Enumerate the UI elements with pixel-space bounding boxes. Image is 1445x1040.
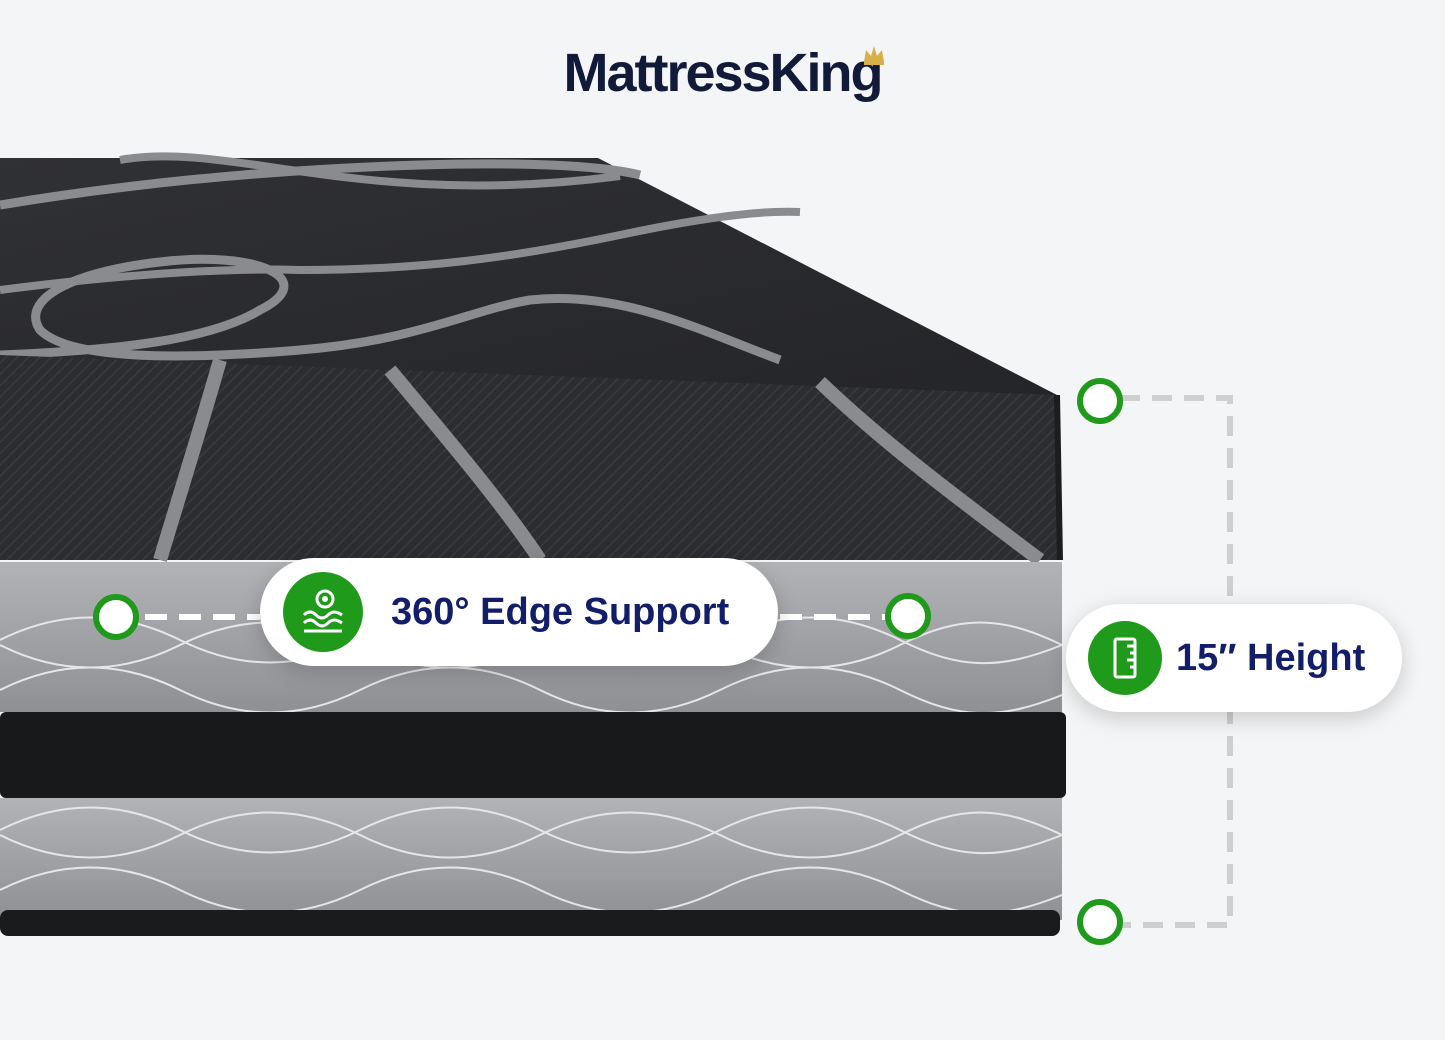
edge-support-callout: 360° Edge Support — [260, 558, 778, 666]
edge-support-label: 360° Edge Support — [391, 590, 730, 633]
mattress-front-border — [0, 355, 1063, 566]
height-dimension-line — [1120, 395, 1233, 928]
ruler-icon — [1088, 621, 1162, 695]
mattress-top-surface — [0, 152, 1057, 395]
height-dot-top — [1077, 378, 1123, 424]
height-label: 15″ Height — [1176, 636, 1366, 679]
crown-icon — [864, 46, 884, 65]
water-level-icon — [283, 572, 363, 652]
height-dot-bottom — [1077, 899, 1123, 945]
mattress-center-band — [0, 712, 1066, 798]
mattress-side-lower — [0, 798, 1063, 920]
edge-support-dot-left — [93, 594, 139, 640]
edge-support-dot-right — [885, 593, 931, 639]
mattress-base — [0, 910, 1060, 936]
brand-logo: MattressKing — [0, 46, 1445, 100]
brand-name: MattressKing — [563, 43, 883, 103]
height-callout: 15″ Height — [1066, 604, 1402, 712]
